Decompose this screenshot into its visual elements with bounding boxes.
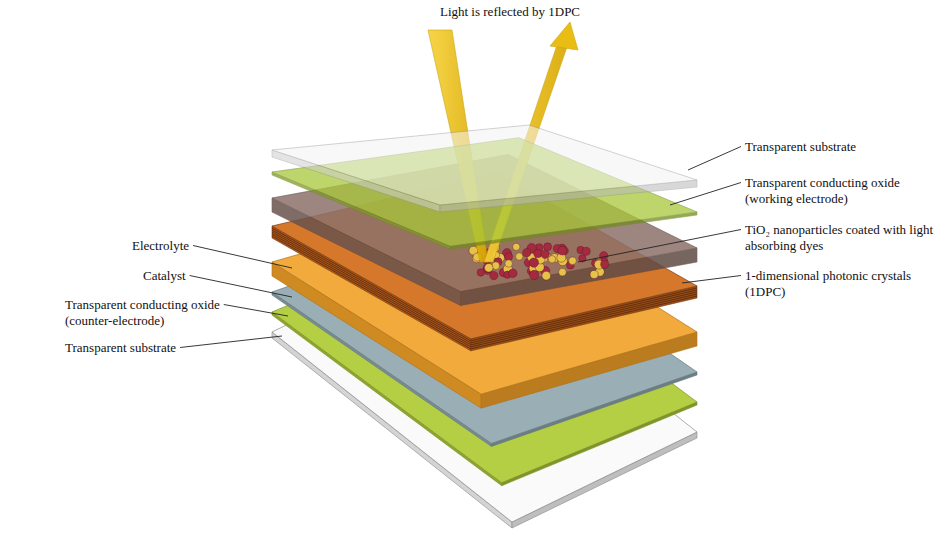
particle bbox=[569, 257, 577, 265]
layer-label: TiO₂ nanoparticles coated with light abs… bbox=[745, 222, 937, 254]
leader-lines bbox=[180, 147, 741, 348]
layer-label: Transparent conducting oxide (working el… bbox=[745, 175, 937, 207]
layer-label: Catalyst bbox=[143, 268, 186, 284]
particle bbox=[508, 269, 517, 278]
particle bbox=[544, 243, 552, 251]
leader-line bbox=[193, 246, 292, 269]
particle bbox=[483, 263, 492, 272]
particle bbox=[529, 258, 538, 267]
particle bbox=[582, 247, 590, 255]
cell-layer bbox=[272, 125, 697, 212]
layer-label: Electrolyte bbox=[132, 238, 189, 254]
particle bbox=[558, 246, 567, 255]
layer-label: Transparent conducting oxide (counter-el… bbox=[65, 297, 257, 329]
particle bbox=[530, 270, 539, 279]
leader-line bbox=[670, 183, 741, 206]
arrow-head bbox=[550, 22, 578, 50]
particle bbox=[601, 260, 609, 268]
particle bbox=[548, 256, 555, 263]
leader-line bbox=[224, 305, 288, 317]
leader-line bbox=[190, 276, 292, 298]
leader-line bbox=[578, 230, 741, 263]
particle bbox=[505, 253, 513, 261]
layer-face bbox=[272, 125, 697, 205]
layer-label: Transparent substrate bbox=[65, 340, 176, 356]
layer-label: 1-dimensional photonic crystals (1DPC) bbox=[745, 268, 937, 300]
particle bbox=[534, 249, 542, 257]
beam-caption: Light is reflected by 1DPC bbox=[440, 4, 580, 20]
particle bbox=[505, 260, 513, 268]
particle bbox=[559, 268, 567, 276]
particle bbox=[477, 269, 484, 276]
particle bbox=[542, 271, 551, 280]
leader-line bbox=[180, 336, 282, 348]
layer-label: Transparent substrate bbox=[745, 139, 856, 155]
particle bbox=[484, 263, 493, 272]
particle bbox=[541, 250, 549, 258]
particle bbox=[523, 249, 531, 257]
particle bbox=[513, 243, 520, 250]
leader-line bbox=[688, 147, 741, 171]
particle bbox=[590, 270, 598, 278]
leader-line bbox=[682, 276, 741, 284]
particle bbox=[516, 253, 523, 260]
